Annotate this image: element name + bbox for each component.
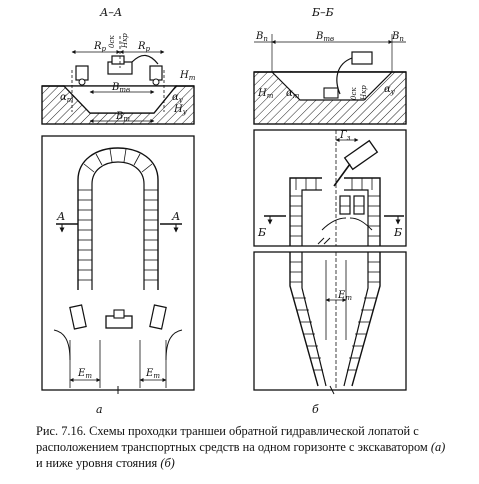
section-a-title: А–А bbox=[99, 6, 122, 19]
cross-section-a: Rр Rр 0ск Нкр Втв Вт αт αу Нт Ну bbox=[41, 33, 196, 125]
caption-ref-a: (а) bbox=[430, 440, 446, 454]
dim-b-n-left: Вп bbox=[255, 31, 268, 43]
dim-h-y-a: Ну bbox=[173, 104, 188, 116]
section-mark-a-right: А bbox=[171, 210, 180, 223]
dim-r-p-left: Rр bbox=[93, 41, 107, 53]
dim-osk-b: 0ск bbox=[350, 87, 358, 100]
dim-h-t-a: Нт bbox=[179, 70, 196, 82]
caption-prefix: Рис. 7.16. bbox=[36, 424, 86, 438]
dim-e-t-left: Ет bbox=[77, 368, 92, 380]
dim-alpha-t-b: αт bbox=[286, 88, 300, 100]
label-b: б bbox=[312, 403, 319, 416]
dim-b-t-a: Вт bbox=[115, 111, 130, 123]
dim-r-p-right: Rр bbox=[137, 41, 151, 53]
dim-b-tv-a: Втв bbox=[111, 82, 130, 94]
dim-r-z: Гз bbox=[339, 130, 351, 142]
dim-alpha-y-a: αу bbox=[172, 92, 184, 104]
panel-b: Б–Б Втв Вп Вп Нт αт αу 0ск Нкр bbox=[253, 6, 407, 416]
plan-view-a: А А Ет Ет bbox=[41, 135, 195, 394]
plan-view-b-upper: Гз Б Б bbox=[253, 129, 407, 247]
panel-a: А–А Rр Rр 0ск Нкр Втв bbox=[41, 6, 196, 416]
dim-h-kr: Нкр bbox=[121, 33, 129, 49]
section-mark-b-right: Б bbox=[393, 226, 402, 239]
caption-text: Схемы проходки траншеи обратной гидравли… bbox=[36, 424, 431, 454]
dim-b-tv-b: Втв bbox=[315, 31, 334, 43]
dim-e-t-right: Ет bbox=[145, 368, 160, 380]
caption-ref-b: (б) bbox=[160, 456, 175, 470]
figure-caption: Рис. 7.16. Схемы проходки траншеи обратн… bbox=[36, 423, 454, 471]
label-a: а bbox=[96, 403, 103, 416]
dim-h-t-b: Нт bbox=[257, 88, 274, 100]
dim-e-t-b: Ет bbox=[337, 290, 352, 302]
section-mark-a-left: А bbox=[56, 210, 65, 223]
cross-section-b: Втв Вп Вп Нт αт αу 0ск Нкр bbox=[253, 31, 407, 125]
dim-alpha-y-b: αу bbox=[384, 84, 396, 96]
dim-b-n-right: Вп bbox=[391, 31, 404, 43]
dim-alpha-t-a: αт bbox=[60, 92, 74, 104]
trench-excavation-diagram: А–А Rр Rр 0ск Нкр Втв bbox=[41, 6, 407, 416]
plan-view-b-lower: Ет bbox=[253, 251, 407, 395]
section-b-title: Б–Б bbox=[311, 6, 334, 19]
section-mark-b-left: Б bbox=[257, 226, 266, 239]
dim-h-kr-b: Нкр bbox=[360, 85, 368, 101]
dim-osk: 0ск bbox=[108, 35, 116, 48]
caption-mid: и ниже уровня стояния bbox=[36, 456, 161, 470]
